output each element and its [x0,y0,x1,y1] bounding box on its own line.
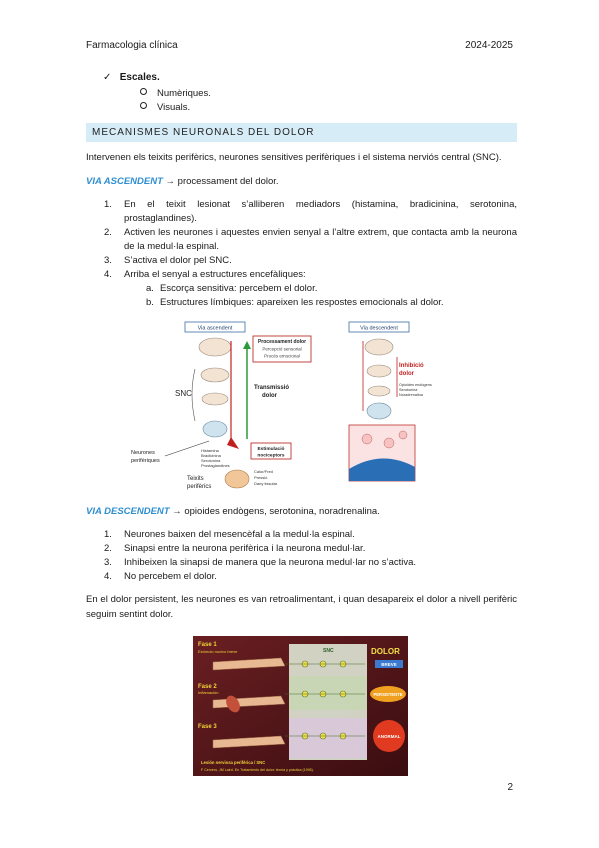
svg-text:nociceptors: nociceptors [257,453,285,459]
svg-text:Noradrenalina: Noradrenalina [399,393,424,397]
svg-text:Fase 1: Fase 1 [198,642,217,648]
svg-text:Percepció sensorial: Percepció sensorial [262,347,301,352]
spinal-cord-slice [202,420,228,438]
list-item: 4.Arriba el senyal a estructures encefàl… [104,269,306,280]
svg-text:Serotonina: Serotonina [201,458,221,463]
svg-text:Calor/Fred: Calor/Fred [254,469,273,474]
svg-text:Fase 2: Fase 2 [198,684,217,690]
svg-text:Estímulo nocivo breve: Estímulo nocivo breve [198,649,238,654]
page-number: 2 [507,782,513,793]
svg-text:Processament dolor: Processament dolor [258,339,306,345]
section-heading: MECANISMES NEURONALS DEL DOLOR [86,123,517,142]
svg-text:Teixits: Teixits [187,476,204,482]
descendent-heading: VIA DESCENDENT → opioides endògens, sero… [86,506,380,517]
scales-heading: ✓ Escales. [103,72,160,83]
tissue-illustration [224,469,250,489]
list-item: 3.Inhibeixen la sinapsi de manera que la… [104,557,417,568]
check-icon: ✓ [103,72,112,83]
scale-item: Visuals. [140,102,190,113]
svg-text:Transmissió: Transmissió [254,385,289,391]
ascendent-heading: VIA ASCENDENT → processament del dolor. [86,176,279,187]
brainstem-slice [200,367,230,383]
ascendent-substeps: a.Escorça sensitiva: percebem el dolor. … [146,282,517,310]
intro-paragraph: Intervenen els teixits perifèrics, neuro… [86,152,502,163]
snc-label: SNC [175,389,192,398]
via-descendent-box [348,321,410,333]
list-item: 2.Activen les neurones i aquestes envien… [104,227,517,252]
svg-text:Pressió: Pressió [254,475,268,480]
svg-text:Serotonina: Serotonina [399,388,418,392]
list-item: 4.No percebem el dolor. [104,571,217,582]
svg-text:Neurones: Neurones [131,450,155,456]
svg-text:perifèriques: perifèriques [131,458,160,464]
list-item: 2.Sinapsi entre la neurona perifèrica i … [104,543,366,554]
svg-text:DOLOR: DOLOR [371,647,400,656]
svg-text:Estimulació: Estimulació [258,446,285,452]
via-descendent-caption: Via descendent [360,326,398,332]
svg-text:PERSISTENTE: PERSISTENTE [373,692,402,697]
svg-text:Prostaglandines: Prostaglandines [201,463,230,468]
svg-text:ANORMAL: ANORMAL [378,734,401,739]
via-ascendent-caption: Via ascendent [198,326,233,332]
svg-text:Procés emocional: Procés emocional [264,354,300,359]
svg-text:Histamina: Histamina [201,448,220,453]
processing-box [252,335,312,363]
medulla-slice [201,392,229,406]
svg-text:BREVE: BREVE [381,662,397,667]
list-item: 1.En el teixit lesionat s’alliberen medi… [104,199,517,224]
svg-text:Fase 3: Fase 3 [198,724,217,730]
list-item: a.Escorça sensitiva: percebem el dolor. [146,283,318,294]
bullet-circle-icon [140,102,147,109]
bullet-circle-icon [140,88,147,95]
via-ascendent-box [184,321,246,333]
nociceptor-box [250,442,292,460]
pain-pathways-figure: Via ascendent Via descendent SNC Process… [127,319,435,497]
header-year: 2024-2025 [465,40,513,51]
arrow-right-icon: → [165,176,176,187]
list-item: 1.Neurones baixen del mesencèfal a la me… [104,529,355,540]
svg-text:dolor: dolor [262,393,278,399]
list-item: b.Estructures límbiques: apareixen les r… [146,297,444,308]
arrow-right-icon: → [172,506,182,517]
ascendent-steps: 1.En el teixit lesionat s’alliberen medi… [104,198,517,282]
svg-text:Dany tissular: Dany tissular [254,481,278,486]
svg-text:Lesión nerviosa periférica / S: Lesión nerviosa periférica / SNC [201,760,265,765]
via-ascendent-label: VIA ASCENDENT [86,176,163,187]
svg-text:Bradicinina: Bradicinina [201,453,222,458]
brain-slice [198,337,232,357]
descendent-steps: 1.Neurones baixen del mesencèfal a la me… [104,528,517,584]
list-item: 3.S’activa el dolor pel SNC. [104,255,232,266]
svg-text:Opioides endògens: Opioides endògens [399,383,432,387]
scales-title: Escales. [119,72,160,83]
svg-text:F Cervero, JM Laird. En Tratam: F Cervero, JM Laird. En Tratamiento del … [201,768,314,772]
svg-text:dolor: dolor [399,371,415,377]
pain-phases-figure: Fase 1 Estímulo nocivo breve Fase 2 Infl… [193,636,408,776]
header-course: Farmacologia clínica [86,40,178,51]
svg-text:Inhibició: Inhibició [399,363,424,369]
svg-text:perifèrics: perifèrics [187,484,211,490]
via-descendent-label: VIA DESCENDENT [86,506,170,517]
svg-text:SNC: SNC [323,648,334,654]
persistent-paragraph: En el dolor persistent, les neurones es … [86,594,517,620]
svg-text:Inflamación: Inflamación [198,690,218,695]
scale-item: Numèriques. [140,88,211,99]
